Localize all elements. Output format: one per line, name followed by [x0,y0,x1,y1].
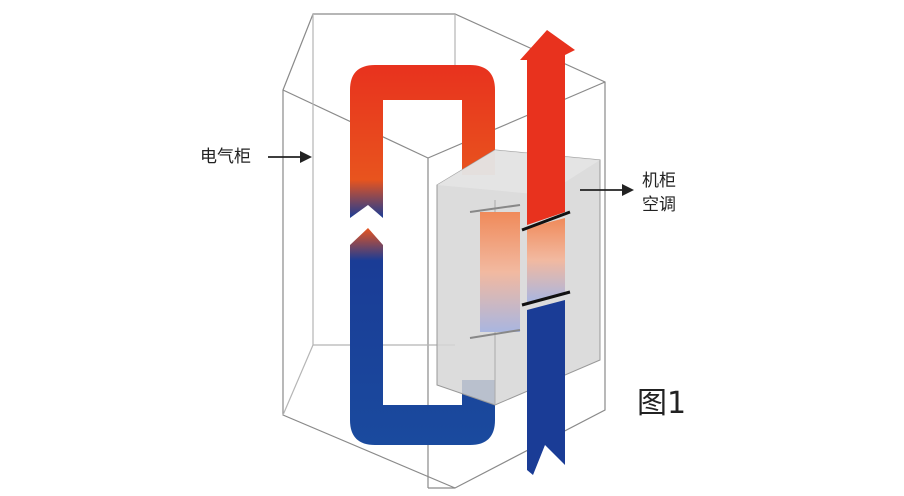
figure-caption: 图1 [637,386,687,421]
hot-air-loop [350,65,495,218]
ac-label-line2: 空调 [642,195,676,215]
cabinet-pointer-arrow [268,151,312,163]
cold-intake-arrow [527,300,565,475]
electrical-cabinet-outline [282,13,606,489]
ac-label-line1: 机柜 [642,171,676,191]
electrical-cabinet-label: 电气柜 [200,147,251,167]
coil-warm-section [527,218,565,302]
cabinet-ac-unit [436,149,601,406]
cold-air-loop [350,228,495,445]
heat-exchanger-coil [480,212,520,332]
hot-exhaust-arrow [520,30,575,225]
ac-pointer-arrow [580,184,634,196]
